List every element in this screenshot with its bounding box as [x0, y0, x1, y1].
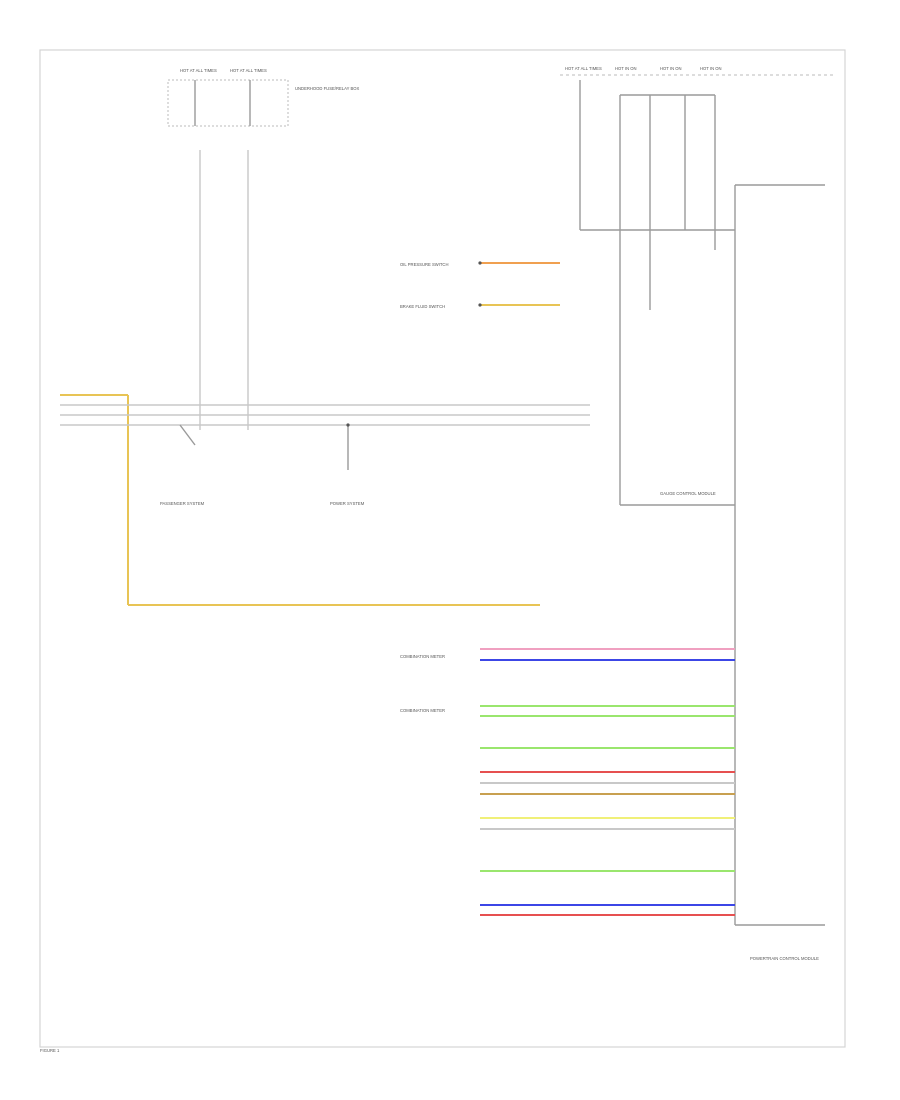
fuse-b4-label: HOT IN ON: [700, 66, 722, 71]
upper-connectors: OIL PRESSURE SWITCH BRAKE FLUID SWITCH: [400, 261, 560, 309]
fuse-b1-label: HOT AT ALL TIMES: [565, 66, 602, 71]
fuse-b2-label: HOT IN ON: [615, 66, 637, 71]
gauge-ctrl-label: GAUGE CONTROL MODULE: [660, 491, 716, 496]
combo2-label: COMBINATION METER: [400, 708, 445, 713]
lower-wire-bundle: COMBINATION METER COMBINATION METER: [400, 648, 735, 916]
control-module: POWERTRAIN CONTROL MODULE GAUGE CONTROL …: [580, 184, 825, 961]
fuse-a1-label: HOT AT ALL TIMES: [180, 68, 217, 73]
top-right-fuse-box: HOT AT ALL TIMES HOT IN ON HOT IN ON HOT…: [560, 66, 835, 505]
fuse-b3-label: HOT IN ON: [660, 66, 682, 71]
diagram-frame: [39, 49, 846, 1048]
right-sys-label: POWER SYSTEM: [330, 501, 365, 506]
sw-b-label: BRAKE FLUID SWITCH: [400, 304, 445, 309]
ecm-head-label: POWERTRAIN CONTROL MODULE: [750, 956, 819, 961]
figure-label: FIGURE 1: [40, 1048, 60, 1053]
left-harness: PASSENGER SYSTEM POWER SYSTEM: [60, 394, 590, 606]
sw-a-label: OIL PRESSURE SWITCH: [400, 262, 448, 267]
top-left-fuse-box: HOT AT ALL TIMES HOT AT ALL TIMES UNDERH…: [167, 68, 360, 430]
left-sys-label: PASSENGER SYSTEM: [160, 501, 205, 506]
fuse-a2-label: HOT AT ALL TIMES: [230, 68, 267, 73]
fuse-junction-label: UNDERHOOD FUSE/RELAY BOX: [295, 86, 360, 91]
combo1-label: COMBINATION METER: [400, 654, 445, 659]
